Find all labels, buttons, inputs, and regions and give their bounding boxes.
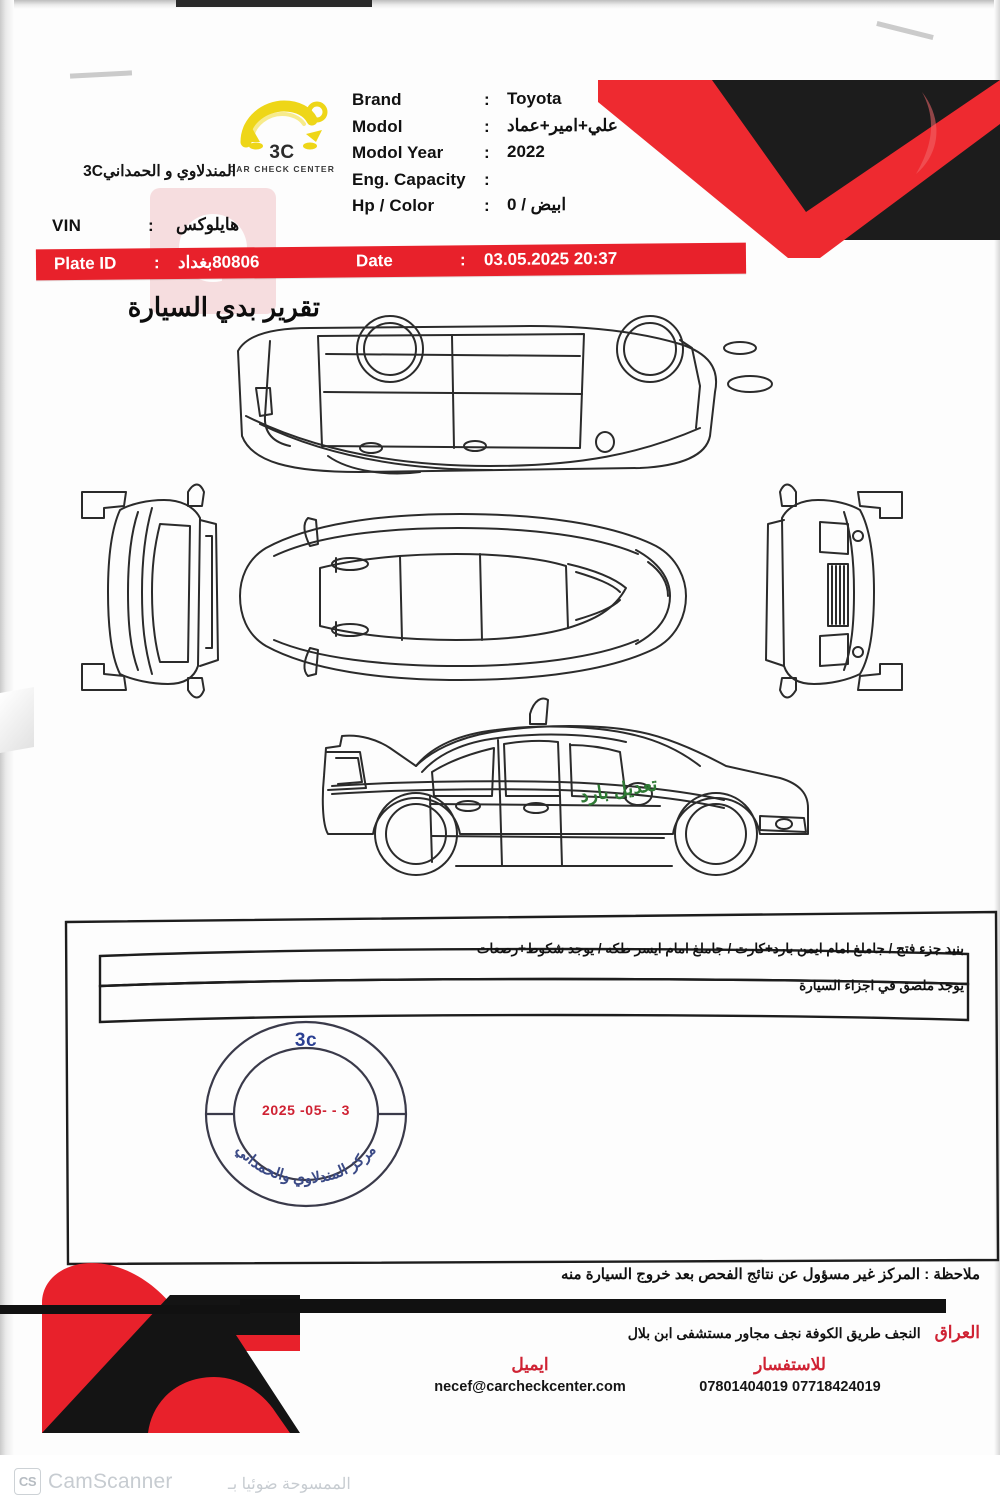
spec-colon-brand: : xyxy=(484,90,490,109)
spec-label-model: Modol xyxy=(352,116,403,136)
scan-right-edge xyxy=(994,0,1000,1455)
spec-row-hp-color: Hp / Color : ابيض / 0 xyxy=(352,195,672,223)
diagram-side-view xyxy=(321,697,809,876)
scan-top-black-mark xyxy=(176,0,372,7)
vin-value: هايلوكس xyxy=(176,215,240,234)
camscanner-arabic-text: الممسوحة ضوئيا بـ xyxy=(228,1476,351,1493)
note-line-2: يوجد ملصق في اجزاء السيارة xyxy=(799,978,964,993)
camscanner-wordmark: CamScanner xyxy=(48,1470,173,1493)
vehicle-spec-list: Brand : Toyota Modol : علي+امير+عماد Mod… xyxy=(352,89,672,223)
tape-mark-right xyxy=(876,21,934,40)
footer-country: العراق xyxy=(934,1323,980,1342)
spec-row-eng-capacity: Eng. Capacity : xyxy=(352,170,672,197)
spec-row-model: Modol : علي+امير+عماد xyxy=(352,115,672,144)
logo-emblem-icon xyxy=(222,98,342,155)
spec-value-model-year: 2022 xyxy=(507,142,545,161)
plate-date-banner: Plate ID : 80806بغداد Date : 03.05.2025 … xyxy=(35,242,747,281)
footer-brand-graphic xyxy=(0,1255,300,1445)
footer-black-bar xyxy=(240,1299,946,1313)
diagram-front-view xyxy=(765,483,903,699)
footer-address-row: العراق النجف طريق الكوفة نجف مجاور مستشف… xyxy=(430,1323,980,1343)
spec-colon-model: : xyxy=(484,116,490,136)
spec-label-brand: Brand xyxy=(352,90,402,109)
report-header: 3C CAR CHECK CENTER المندلاوي و الحمداني… xyxy=(0,40,1000,322)
footer-email-value[interactable]: necef@carcheckcenter.com xyxy=(434,1379,626,1395)
spec-colon-hp-color: : xyxy=(484,196,490,215)
spec-value-hp-color: ابيض / 0 xyxy=(507,195,567,214)
diagram-rear-view xyxy=(81,483,219,699)
footer-address: النجف طريق الكوفة نجف مجاور مستشفى ابن ب… xyxy=(627,1325,921,1341)
inspection-stamp: مركز المندلاوي والحمداني 3c 2025 -05- - … xyxy=(198,1016,414,1212)
vehicle-damage-diagram: تعديل بارد xyxy=(60,296,960,881)
date-value: 03.05.2025 20:37 xyxy=(483,248,618,270)
footer-black-bar-left xyxy=(0,1305,250,1314)
vin-colon: : xyxy=(148,216,154,235)
diagram-top-angled-view xyxy=(237,315,773,475)
spec-colon-eng-capacity: : xyxy=(484,169,490,189)
stamp-date-text: 2025 -05- - 3 xyxy=(262,1102,350,1118)
date-colon: : xyxy=(459,250,466,270)
plate-id-value: 80806بغداد xyxy=(177,252,260,273)
disclaimer-text: ملاحظة : المركز غير مسؤول عن نتائج الفحص… xyxy=(560,1266,980,1283)
notes-box-outline xyxy=(64,910,1000,1266)
note-line-1: بنيد جزء فتح / جاملغ امام ايمن بارد+كارت… xyxy=(476,941,964,956)
company-name-arabic: المندلاوي و الحمداني3C xyxy=(83,163,236,180)
logo-subtitle: CAR CHECK CENTER xyxy=(229,164,335,174)
stamp-arc-text: مركز المندلاوي والحمداني xyxy=(232,1142,380,1189)
footer-phone-block: للاستفسار 07801404019 07718424019 xyxy=(660,1355,920,1395)
spec-row-brand: Brand : Toyota xyxy=(352,89,672,117)
report-footer: ملاحظة : المركز غير مسؤول عن نتائج الفحص… xyxy=(0,1255,1000,1455)
inspection-notes-box: بنيد جزء فتح / جاملغ امام ايمن بارد+كارت… xyxy=(62,908,1000,1268)
vin-row: VIN : هايلوكس xyxy=(52,215,342,242)
camscanner-watermark-strip: CS CamScanner الممسوحة ضوئيا بـ xyxy=(0,1455,1000,1507)
company-logo: 3C CAR CHECK CENTER xyxy=(222,98,342,186)
spec-label-eng-capacity: Eng. Capacity xyxy=(352,169,466,189)
scan-top-edge xyxy=(0,0,1000,9)
camscanner-badge-icon: CS xyxy=(14,1468,41,1495)
plate-id-label: Plate ID xyxy=(53,253,117,274)
page-curl-artifact xyxy=(0,687,34,753)
footer-email-label: ايميل xyxy=(511,1355,549,1374)
plate-id-colon: : xyxy=(153,253,160,273)
stamp-top-text: 3c xyxy=(294,1030,318,1051)
date-label: Date xyxy=(355,250,393,271)
footer-email-block: ايميل necef@carcheckcenter.com xyxy=(400,1355,660,1395)
diagram-top-view xyxy=(239,513,687,681)
spec-label-model-year: Modol Year xyxy=(352,143,444,162)
brand-swoosh-graphic xyxy=(592,62,1000,262)
spec-value-brand: Toyota xyxy=(507,89,562,108)
spec-colon-model-year: : xyxy=(484,143,490,162)
spec-row-model-year: Modol Year : 2022 xyxy=(352,142,672,170)
footer-phone-value[interactable]: 07801404019 07718424019 xyxy=(699,1379,881,1395)
spec-value-model: علي+امير+عماد xyxy=(507,115,618,135)
spec-label-hp-color: Hp / Color xyxy=(352,196,435,215)
vin-label: VIN xyxy=(52,216,82,235)
logo-mark-text: 3C xyxy=(269,142,295,163)
page-title: تقرير بدي السيارة xyxy=(127,292,320,322)
footer-phone-label: للاستفسار xyxy=(754,1355,826,1374)
